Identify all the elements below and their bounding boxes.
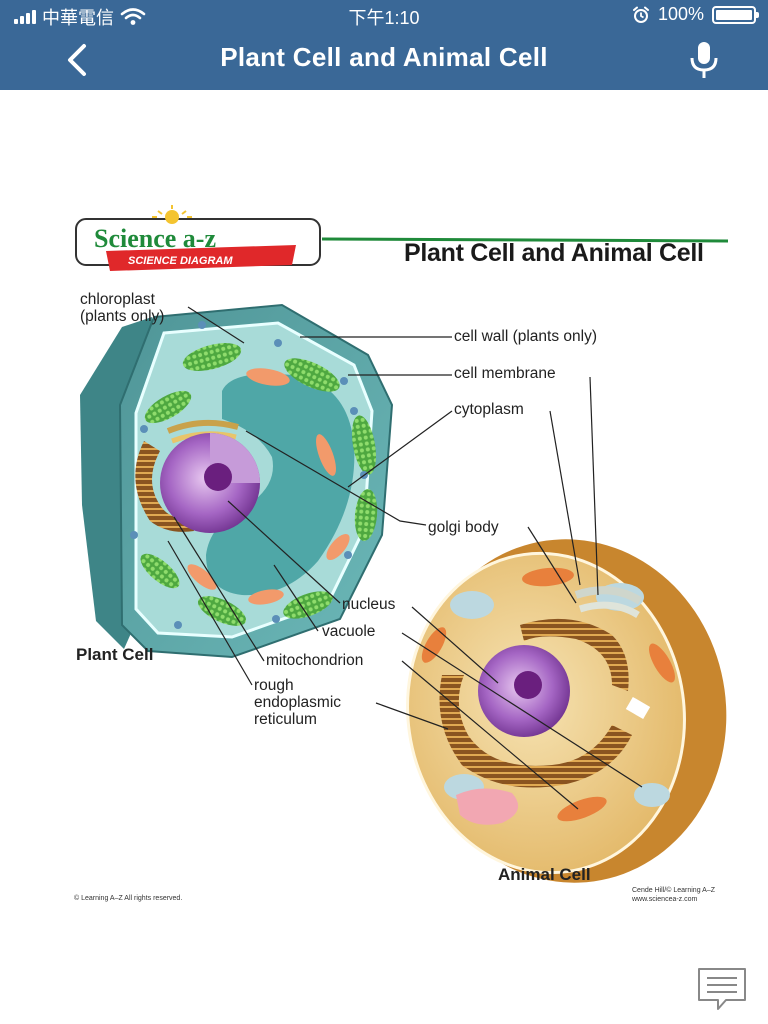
plant-cell-label: Plant Cell (76, 645, 154, 664)
credit-line1: Cende Hill/© Learning A–Z (632, 887, 715, 894)
logo-text: Science a-z (94, 224, 216, 253)
animal-cell-illustration (406, 539, 727, 883)
plant-cell-illustration (80, 303, 394, 659)
label-cell-wall: cell wall (plants only) (454, 328, 597, 345)
battery-percent: 100% (657, 4, 704, 24)
page-title: Plant Cell and Animal Cell (220, 42, 548, 72)
battery-icon (712, 5, 759, 24)
animal-cell-label: Animal Cell (498, 865, 591, 884)
battery-fill (716, 9, 752, 20)
signal-icon (14, 10, 36, 24)
label-rough-er: rough endoplasmic reticulum (254, 677, 341, 728)
label-vacuole: vacuole (322, 623, 376, 640)
copyright-text: © Learning A–Z All rights reserved. (74, 895, 183, 902)
label-rough-er-line3: reticulum (254, 711, 317, 728)
label-cytoplasm: cytoplasm (454, 401, 524, 418)
label-rough-er-line2: endoplasmic (254, 694, 342, 711)
label-golgi-body: golgi body (428, 519, 499, 536)
label-chloroplast-line2: (plants only) (80, 308, 165, 325)
diagram-art: Science a-z SCIENCE DIAGRAM (75, 205, 729, 883)
label-lines (167, 306, 643, 810)
status-time: 下午1:10 (348, 8, 420, 28)
status-bar: 中華電信 下午1:10 100% (0, 0, 768, 30)
carrier-name: 中華電信 (42, 8, 114, 28)
chat-bubble-icon[interactable] (696, 966, 748, 1012)
label-chloroplast: chloroplast (plants only) (80, 291, 164, 325)
wifi-icon (120, 8, 146, 25)
credit-line2: www.sciencea-z.com (632, 896, 698, 903)
label-mitochondrion: mitochondrion (266, 652, 364, 669)
app-header: 中華電信 下午1:10 100% Plant Cell and Animal C… (0, 0, 768, 90)
label-nucleus: nucleus (342, 596, 396, 613)
microphone-icon[interactable] (682, 38, 726, 82)
alarm-icon (632, 6, 649, 23)
label-rough-er-line1: rough (254, 677, 294, 694)
label-chloroplast-line1: chloroplast (80, 291, 155, 308)
nav-bar: Plant Cell and Animal Cell (0, 32, 768, 90)
science-az-logo: Science a-z SCIENCE DIAGRAM (75, 205, 321, 271)
chevron-left-icon[interactable] (56, 38, 100, 82)
label-cell-membrane: cell membrane (454, 365, 556, 382)
cell-diagram: Science a-z SCIENCE DIAGRAM (72, 205, 732, 905)
diagram-title: Plant Cell and Animal Cell (404, 239, 704, 267)
logo-subtext: SCIENCE DIAGRAM (128, 255, 233, 267)
